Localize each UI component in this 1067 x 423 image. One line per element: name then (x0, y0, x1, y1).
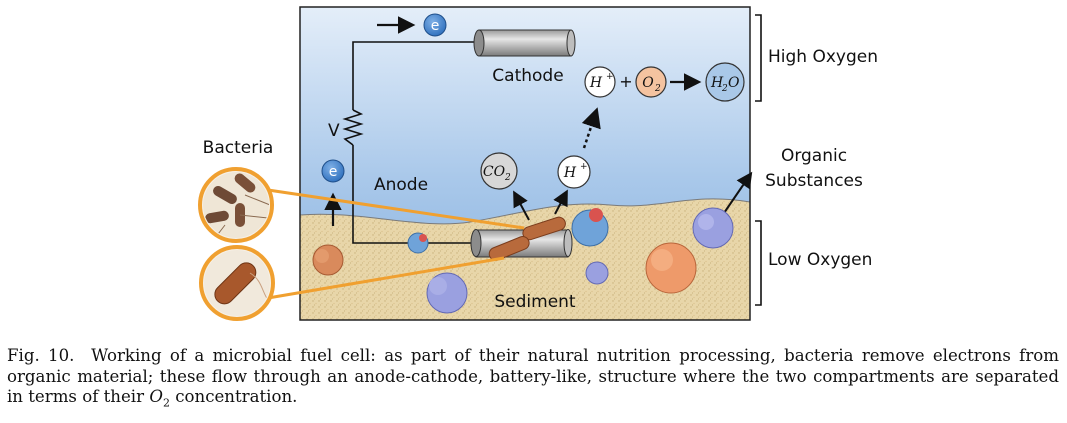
sediment-layer (300, 198, 750, 320)
svg-text:2: 2 (721, 84, 728, 94)
caption-o2-base: O (149, 387, 163, 406)
water-molecule: H 2 O (705, 62, 745, 102)
h-plus-release-arrow (553, 189, 568, 215)
zoom-line-top (267, 188, 525, 230)
svg-text:H: H (589, 75, 603, 91)
plus-sign: + (619, 72, 632, 91)
caption-text-2: concentration. (175, 387, 298, 406)
svg-text:O: O (642, 75, 654, 91)
bacteria-label: Bacteria (203, 138, 274, 158)
svg-text:+: + (580, 162, 588, 172)
svg-text:O: O (728, 75, 740, 91)
anode-label: Anode (374, 175, 428, 195)
caption-text-1: Working of a microbial fuel cell: as par… (7, 346, 1059, 406)
co2-release-arrow (513, 190, 530, 221)
caption-o2-sub: 2 (162, 396, 170, 410)
h-plus-molecule-top: H + (584, 66, 616, 98)
zoom-line-bottom (267, 256, 505, 300)
svg-text:H: H (710, 75, 724, 91)
compartment-border (299, 6, 751, 321)
figure-caption: Fig. 10. Working of a microbial fuel cel… (7, 346, 1059, 414)
caption-prefix: Fig. 10. (7, 346, 75, 365)
bacteria-on-anode (488, 216, 566, 261)
organic-label-line2: Substances (765, 171, 863, 191)
organic-substance-arrow (723, 171, 753, 214)
svg-text:H: H (563, 165, 577, 181)
circuit-wire (352, 41, 476, 244)
bacteria-inset-bottom (199, 245, 275, 321)
bacteria-inset-top (198, 167, 274, 243)
co2-molecule: CO 2 (480, 152, 518, 190)
organic-label-line1: Organic (781, 146, 847, 166)
voltage-label: V (328, 121, 340, 141)
microbial-fuel-cell-diagram: V e e Cathode Anode H + + O 2 H 2 O (198, 6, 878, 321)
low-oxygen-label: Low Oxygen (768, 250, 872, 270)
electron-icon-left (321, 159, 345, 183)
svg-text:+: + (606, 72, 614, 82)
organic-matter-blobs (312, 207, 734, 314)
svg-text:CO: CO (483, 164, 506, 180)
sediment-label: Sediment (494, 292, 576, 312)
h-plus-molecule: H + (557, 155, 591, 189)
proton-flow-arrow (581, 107, 601, 149)
svg-text:2: 2 (504, 173, 511, 183)
high-oxygen-label: High Oxygen (768, 47, 878, 67)
cathode-label: Cathode (492, 66, 563, 86)
electron-label-top: e (431, 18, 440, 34)
svg-text:2: 2 (654, 84, 661, 94)
electron-label-left: e (329, 164, 338, 180)
oxygen-molecule: O 2 (635, 66, 667, 98)
resistor-icon (342, 109, 364, 146)
high-oxygen-bracket (755, 14, 762, 102)
electron-icon-top (423, 13, 447, 37)
cathode-electrode (473, 29, 576, 57)
low-oxygen-bracket (755, 220, 762, 306)
